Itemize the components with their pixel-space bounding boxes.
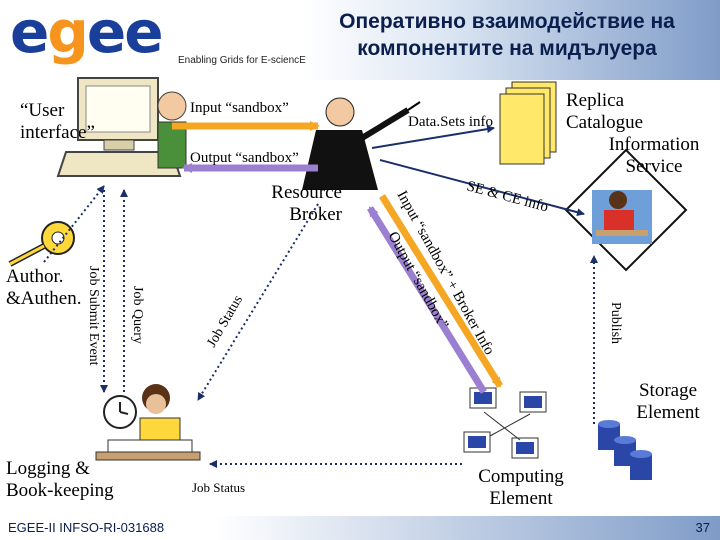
project-id: EGEE-II INFSO-RI-031688 xyxy=(8,520,165,535)
information-service-icon xyxy=(564,148,688,272)
input-sandbox-label: Input “sandbox” xyxy=(190,100,289,116)
storage-element-label: Storage Element xyxy=(636,380,700,423)
title-line-2: компонентите на мидълуера xyxy=(357,37,657,60)
resource-broker-figure-icon xyxy=(302,97,421,190)
user-interface-label: “User interface” xyxy=(20,100,95,143)
se-ce-info-arrow xyxy=(379,159,585,217)
replica-catalogue-label: Replica Catalogue xyxy=(566,90,644,133)
auth-arrow xyxy=(43,185,105,263)
se-ce-info-label: SE & CE info xyxy=(465,178,550,215)
storage-element-icon xyxy=(598,420,652,480)
computing-element-label: Computing Element xyxy=(478,466,564,509)
publish-label: Publish xyxy=(608,302,623,344)
job-query-label: Job Query xyxy=(130,286,145,344)
input-sandbox-broker-arrow xyxy=(379,194,503,388)
datasets-info-label: Data.Sets info xyxy=(408,114,493,130)
output-sandbox-label: Output “sandbox” xyxy=(190,150,299,166)
replica-catalogue-icon xyxy=(499,81,557,165)
title-line-1: Оперативно взаимодействие на xyxy=(339,10,675,33)
slide-title: Оперативно взаимодействие на компонентит… xyxy=(302,8,712,62)
information-service-label: Information Service xyxy=(608,134,700,177)
job-status-diag-label: Job Status xyxy=(204,293,246,350)
page-number: 37 xyxy=(695,520,710,535)
egee-logo: egee xyxy=(10,2,164,62)
output-sandbox-ce-arrow xyxy=(367,206,487,394)
user-interface-computer-icon xyxy=(56,77,187,177)
logo-area xyxy=(0,0,180,64)
logging-bookkeeping-icon xyxy=(95,384,201,461)
job-status-bottom-label: Job Status xyxy=(192,480,246,495)
resource-broker-label: Resource Broker xyxy=(271,182,342,225)
job-submit-event-label: Job Submit Event xyxy=(86,266,101,366)
footer-band xyxy=(0,516,720,540)
datasets-info-arrow xyxy=(371,125,495,149)
logo-text: egee xyxy=(10,0,164,66)
job-status-diag-arrow xyxy=(197,203,319,401)
computing-element-icon xyxy=(463,387,547,459)
logging-bookkeeping-label: Logging & Book-keeping xyxy=(6,458,114,501)
key-icon xyxy=(8,221,75,267)
author-authen-label: Author. &Authen. xyxy=(6,266,82,309)
tagline: Enabling Grids for E-sciencE xyxy=(178,55,306,66)
